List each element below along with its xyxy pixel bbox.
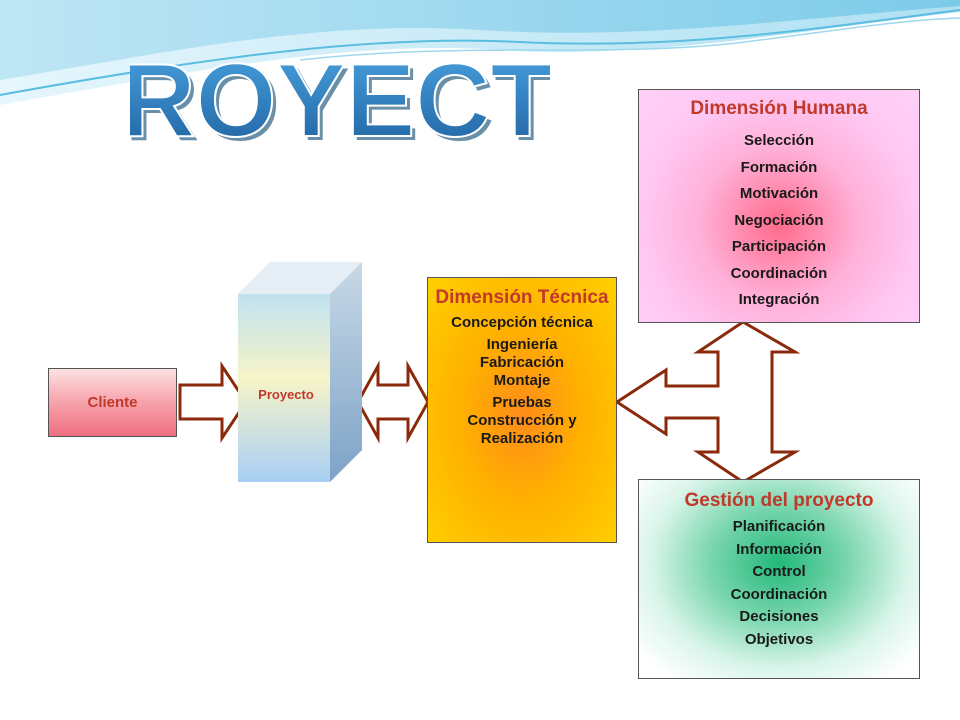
list-item: Formación — [740, 158, 818, 176]
arrow-three-way — [614, 320, 801, 484]
list-item: Coordinación — [730, 585, 828, 603]
gestion-proyecto-heading: Gestión del proyecto — [684, 490, 874, 511]
dimension-humana-heading: Dimensión Humana — [690, 98, 868, 119]
list-item: Motivación — [739, 185, 819, 202]
list-item: Concepción técnica — [451, 314, 593, 331]
list-item: Negociación — [734, 211, 824, 229]
list-item: Integración — [738, 291, 820, 308]
list-item: Coordinación — [730, 264, 828, 282]
gestion-proyecto-box: Gestión del proyecto Planificación Infor… — [638, 479, 920, 679]
list-item: Montaje — [493, 372, 551, 389]
list-item: Ingeniería — [486, 336, 558, 353]
dimension-tecnica-box: Dimensión Técnica Concepción técnica Ing… — [427, 277, 617, 543]
header-wave-decoration — [0, 0, 960, 105]
dimension-humana-box: Dimensión Humana Selección Formación Mot… — [638, 89, 920, 323]
dimension-tecnica-heading: Dimensión Técnica — [435, 287, 609, 308]
cliente-label: Cliente — [87, 394, 138, 411]
list-item: Construcción y Realización — [467, 412, 577, 447]
cliente-box: Cliente — [48, 368, 177, 437]
page-title-text: PROYECTO — [130, 43, 550, 159]
list-item: Control — [752, 563, 806, 580]
proyecto-label: Proyecto — [258, 387, 314, 402]
list-item: Decisiones — [739, 608, 819, 625]
list-item: Fabricación — [479, 354, 565, 371]
page-title-shadow: PROYECTO — [130, 47, 550, 160]
list-item: Selección — [743, 132, 815, 149]
proyecto-cube — [238, 262, 362, 482]
list-item: Objetivos — [744, 630, 814, 648]
list-item: Participación — [731, 238, 827, 255]
list-item: Pruebas — [492, 394, 552, 411]
arrow-cliente-to-proyecto — [178, 361, 248, 443]
arrow-proyecto-tecnica — [356, 360, 430, 444]
list-item: Información — [736, 540, 822, 558]
page-title: PROYECTO PROYECTO — [130, 42, 550, 160]
list-item: Planificación — [732, 518, 826, 535]
